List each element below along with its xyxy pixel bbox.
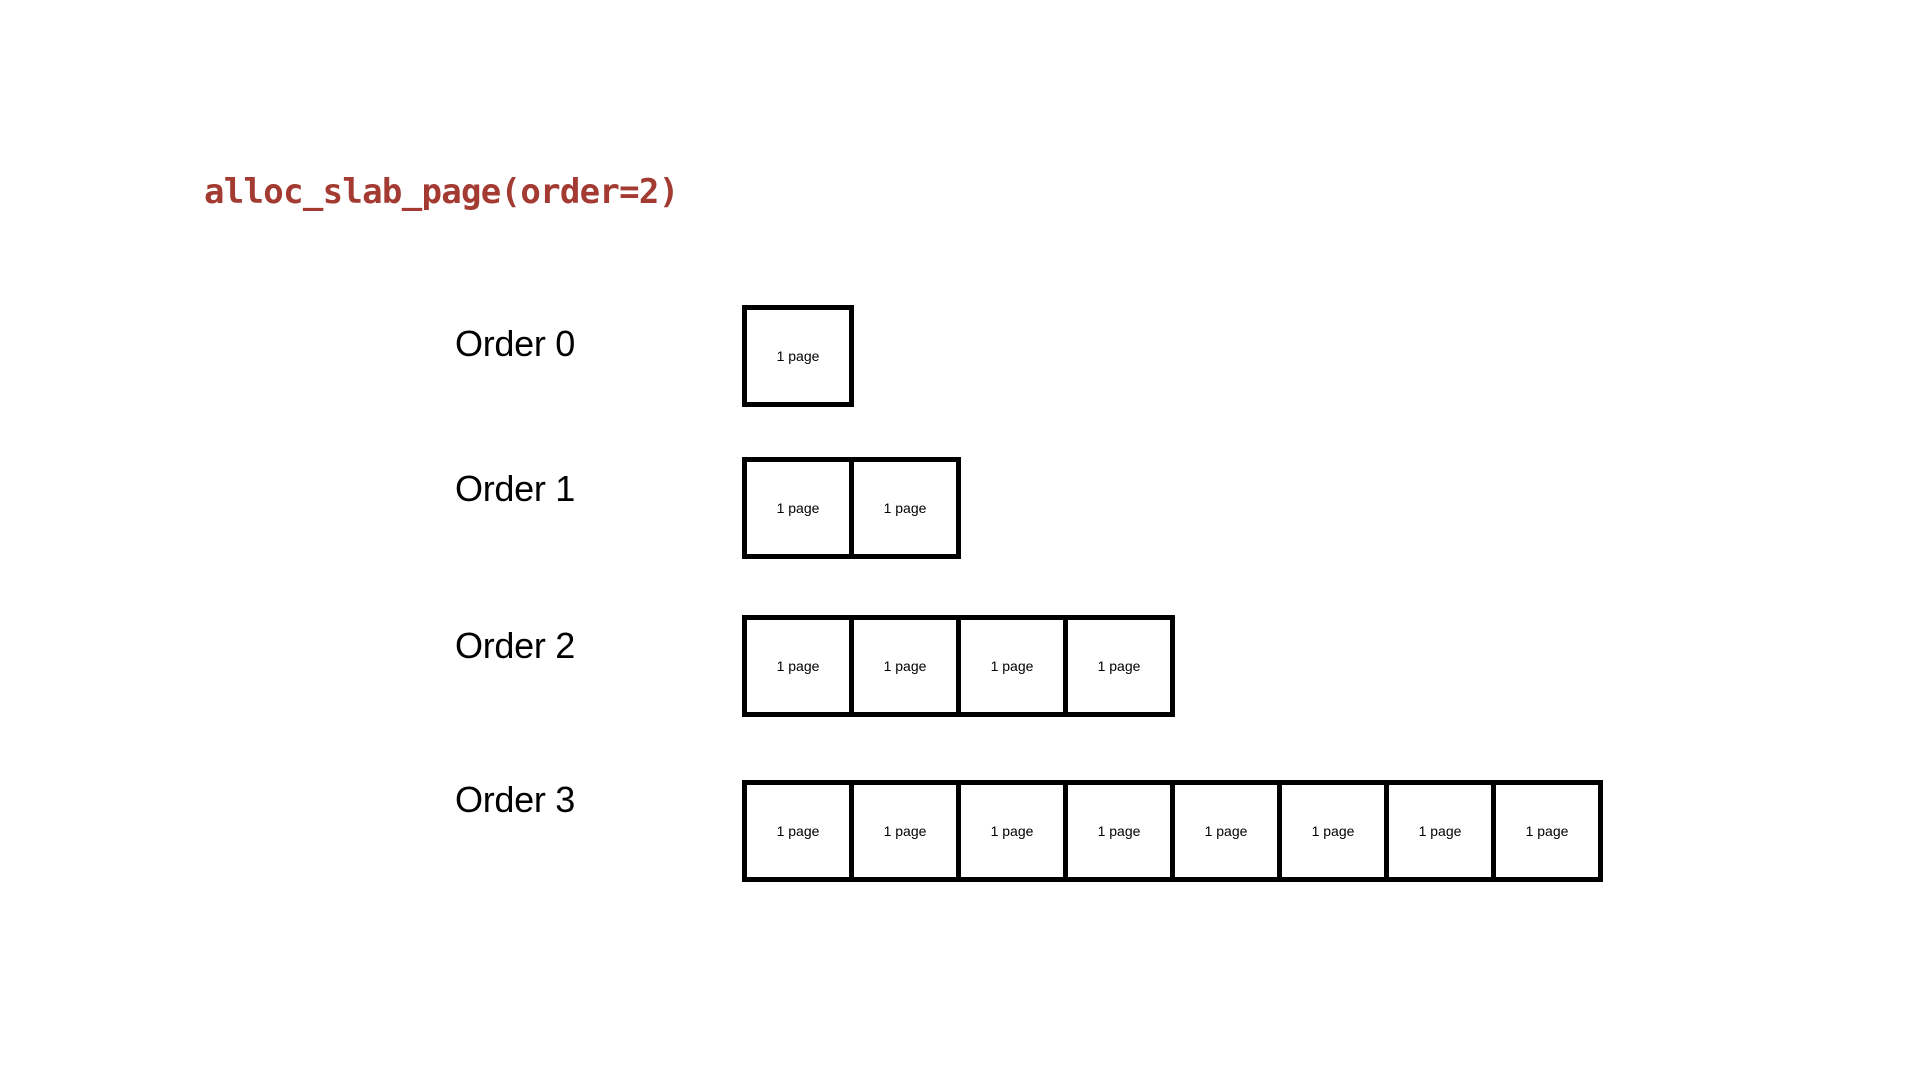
page-cell: 1 page (1384, 780, 1496, 882)
page-cell: 1 page (1277, 780, 1389, 882)
page-cell: 1 page (849, 615, 961, 717)
page-cell: 1 page (1063, 615, 1175, 717)
page-cell: 1 page (1491, 780, 1603, 882)
page-cell: 1 page (849, 457, 961, 559)
page-cell-label: 1 page (883, 658, 927, 674)
order-label-2: Order 2 (455, 625, 575, 666)
page-title: alloc_slab_page(order=2) (204, 172, 679, 212)
page-cell-label: 1 page (776, 500, 820, 516)
page-cell-label: 1 page (776, 658, 820, 674)
page-cell-label: 1 page (1097, 823, 1141, 839)
page-cell: 1 page (956, 780, 1068, 882)
order-label-1: Order 1 (455, 468, 575, 509)
order-label-0: Order 0 (455, 323, 575, 364)
page-cell: 1 page (849, 780, 961, 882)
page-cell: 1 page (742, 615, 854, 717)
page-cell-label: 1 page (1204, 823, 1248, 839)
page-cell-label: 1 page (1097, 658, 1141, 674)
page-cell: 1 page (742, 780, 854, 882)
page-cell-label: 1 page (883, 500, 927, 516)
page-cell: 1 page (956, 615, 1068, 717)
page-cell-label: 1 page (1311, 823, 1355, 839)
page-cell-label: 1 page (776, 348, 820, 364)
page-row-0: 1 page (742, 305, 854, 407)
page-cell-label: 1 page (776, 823, 820, 839)
page-cell: 1 page (1063, 780, 1175, 882)
page-cell-label: 1 page (1525, 823, 1569, 839)
page-row-1: 1 page 1 page (742, 457, 961, 559)
page-cell-label: 1 page (1418, 823, 1462, 839)
page-cell-label: 1 page (990, 823, 1034, 839)
page-row-2: 1 page 1 page 1 page 1 page (742, 615, 1175, 717)
page-cell-label: 1 page (990, 658, 1034, 674)
page-cell: 1 page (742, 457, 854, 559)
page-cell: 1 page (1170, 780, 1282, 882)
page-cell-label: 1 page (883, 823, 927, 839)
page-row-3: 1 page 1 page 1 page 1 page 1 page 1 page 1 pa… (742, 780, 1603, 882)
page-cell: 1 page (742, 305, 854, 407)
order-label-3: Order 3 (455, 779, 575, 820)
